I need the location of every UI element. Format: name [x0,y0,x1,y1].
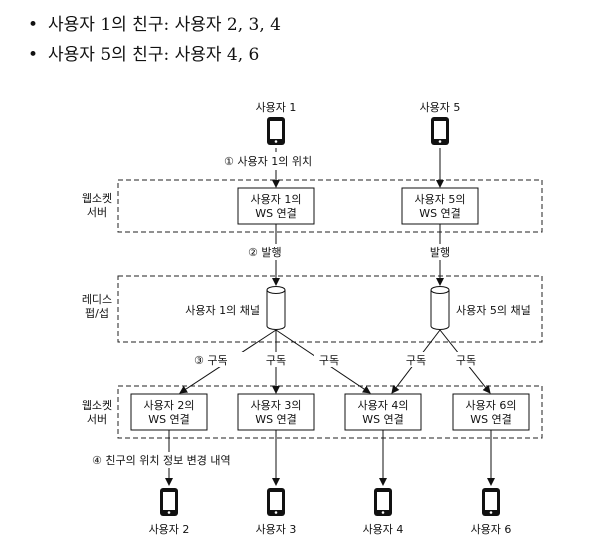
layer-label: 레디스 [82,293,112,306]
redis-pubsub-layer [117,275,543,343]
friend-list: • 사용자 1의 친구: 사용자 2, 3, 4 • 사용자 5의 친구: 사용자 … [28,10,281,70]
bullet-symbol: • [28,15,39,35]
layer-label: 웹소켓 [82,399,112,412]
server-label: 사용자 3의 [251,399,302,412]
ws-server-box [237,393,315,431]
layer-label: 서버 [87,413,107,426]
server-label: 사용자 5의 [415,193,466,206]
ws-server-layer-bottom [117,385,543,439]
user-label: 사용자 2 [149,523,190,536]
user-label: 사용자 6 [471,523,512,536]
phone-icon [374,488,392,516]
user-label: 사용자 5 [420,101,461,114]
server-label: 사용자 2의 [144,399,195,412]
step4-label: ④ 친구의 위치 정보 변경 내역 [92,454,231,467]
ws-server-box [452,393,530,431]
server-label: WS 연결 [255,207,297,220]
phone-icon [267,488,285,516]
phone-icon [482,488,500,516]
user-label: 사용자 3 [256,523,297,536]
ws-server-layer-top [117,179,543,233]
phone-icon [267,117,285,145]
phone-icon [160,488,178,516]
server-label: 사용자 6의 [466,399,517,412]
subscribe-label: 구독 [456,354,476,367]
bullet-symbol: • [28,45,39,65]
layer-label: 웹소켓 [82,192,112,205]
ws-server-box [344,393,422,431]
layer-label: 서버 [87,206,107,219]
layer-label: 펍/섭 [85,307,109,320]
server-label: WS 연결 [255,413,297,426]
channel-label: 사용자 5의 채널 [456,304,531,317]
server-label: 사용자 4의 [358,399,409,412]
bullet-user5-friends: • 사용자 5의 친구: 사용자 4, 6 [28,40,281,70]
subscribe-label: ③ 구독 [194,354,228,367]
user-label: 사용자 4 [363,523,404,536]
server-label: WS 연결 [419,207,461,220]
server-label: WS 연결 [148,413,190,426]
publish-label: ② 발행 [248,246,282,259]
channel-cylinder [430,286,450,330]
user-label: 사용자 1 [256,101,297,114]
step1-label: ① 사용자 1의 위치 [224,155,312,168]
channel-label: 사용자 1의 채널 [185,304,260,317]
subscribe-label: 구독 [266,354,286,367]
subscribe-label: 구독 [406,354,426,367]
phone-icon [431,117,449,145]
publish-label: 발행 [430,246,450,259]
server-label: WS 연결 [470,413,512,426]
bullet-user1-friends: • 사용자 1의 친구: 사용자 2, 3, 4 [28,10,281,40]
server-label: WS 연결 [362,413,404,426]
bullet-text: 사용자 1의 친구: 사용자 2, 3, 4 [48,15,281,35]
server-label: 사용자 1의 [251,193,302,206]
channel-cylinder [266,286,286,330]
subscribe-label: 구독 [319,354,339,367]
bullet-text: 사용자 5의 친구: 사용자 4, 6 [48,45,260,65]
